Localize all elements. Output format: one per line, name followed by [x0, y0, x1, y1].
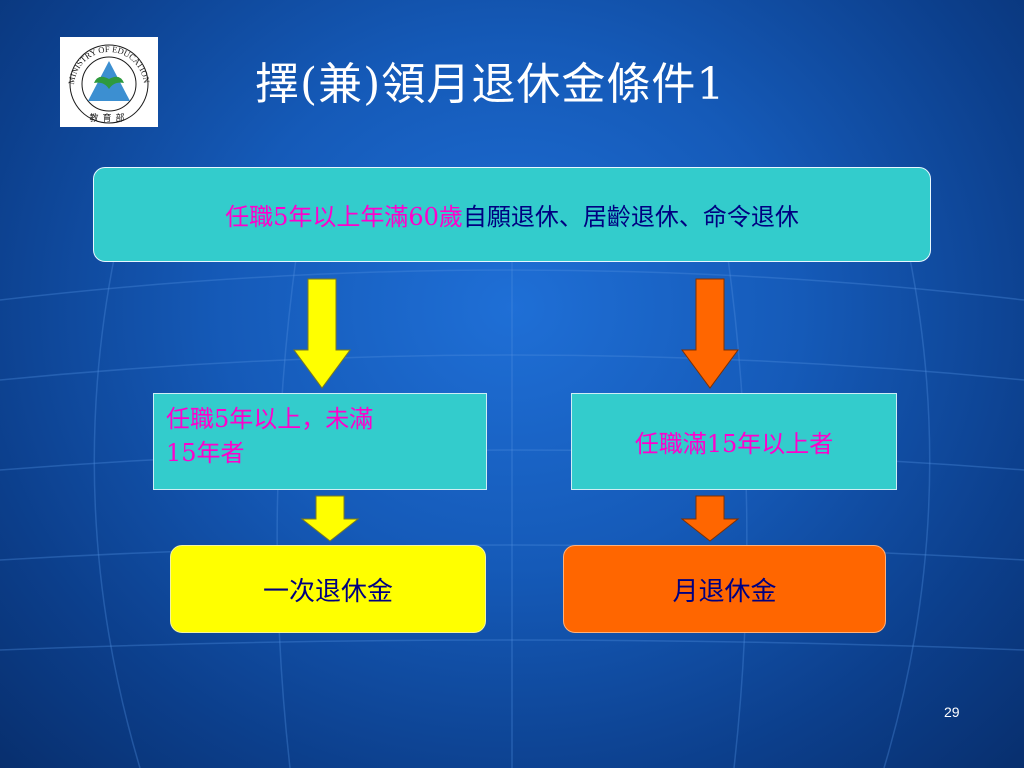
svg-text:教育部: 教育部 [89, 112, 128, 124]
short-service-line-1: 任職5年以上，未滿 [166, 405, 374, 433]
monthly-pension-box: 月退休金 [563, 545, 886, 633]
slide-title: 擇(兼)領月退休金條件1 [255, 59, 726, 110]
page-number: 29 [944, 704, 960, 720]
retirement-types: 自願退休、居齡退休、命令退休 [462, 203, 799, 231]
lump-sum-pension-label: 一次退休金 [262, 576, 393, 607]
age-service-condition: 任職5年以上年滿60歲 [225, 203, 463, 231]
long-service-condition-box: 任職滿15年以上者 [571, 393, 897, 490]
short-service-condition-box: 任職5年以上，未滿 15年者 [153, 393, 487, 490]
short-service-line-2: 15年者 [166, 439, 245, 467]
yellow-down-arrow-2 [300, 495, 360, 542]
condition-box: 任職5年以上年滿60歲 自願退休、居齡退休、命令退休 [93, 167, 931, 262]
long-service-text: 任職滿15年以上者 [634, 430, 834, 458]
orange-down-arrow-1 [681, 278, 739, 389]
lump-sum-pension-box: 一次退休金 [170, 545, 486, 633]
orange-down-arrow-2 [680, 495, 740, 542]
yellow-down-arrow-1 [293, 278, 351, 389]
monthly-pension-label: 月退休金 [672, 576, 777, 607]
ministry-of-education-logo: MINISTRY OF EDUCATION 教育部 [60, 37, 158, 127]
